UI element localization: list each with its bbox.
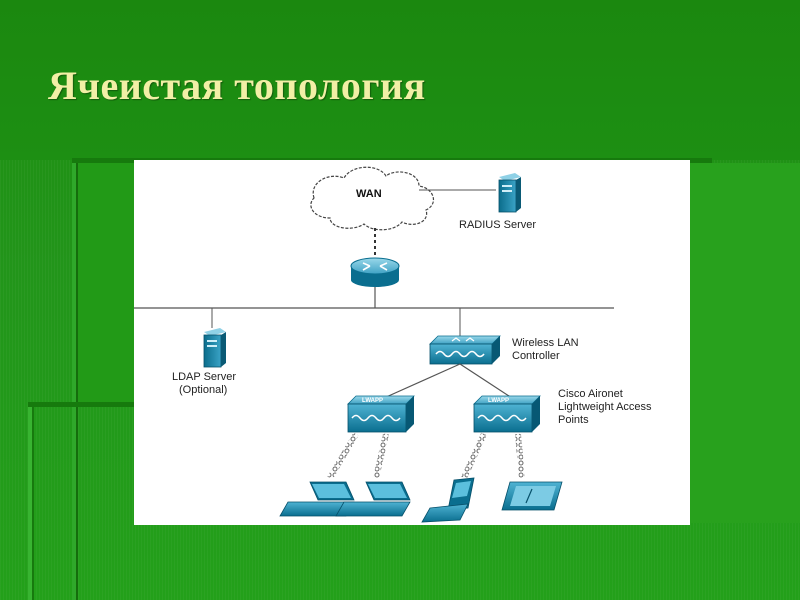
- radius-server-icon: [498, 173, 521, 213]
- wireless-link: [461, 432, 487, 480]
- wireless-link: [515, 433, 525, 479]
- ap2-badge: LWAPP: [488, 398, 509, 404]
- slide-title: Ячеистая топология: [48, 63, 426, 108]
- laptop-icon: [279, 481, 355, 517]
- router-icon: [350, 257, 400, 287]
- decor-block: [690, 163, 800, 523]
- tablet-icon: [501, 481, 563, 511]
- link-wlc-ap1: [383, 363, 461, 399]
- wireless-link: [373, 433, 389, 479]
- ap1-badge: LWAPP: [362, 398, 383, 404]
- decor-line: [72, 158, 78, 600]
- decor-line: [28, 402, 138, 407]
- wireless-link: [327, 432, 359, 480]
- wlc-label-line1: Wireless LAN: [512, 337, 579, 349]
- wan-cloud: WAN: [310, 166, 435, 231]
- network-diagram: WAN RADIUS Server: [134, 160, 690, 525]
- wireless-lan-controller-icon: [429, 335, 501, 365]
- wlc-label-line2: Controller: [512, 350, 560, 362]
- ldap-server-icon: [203, 328, 226, 368]
- network-diagram-svg: WAN RADIUS Server: [134, 166, 652, 523]
- ap-label-line1: Cisco Aironet: [558, 388, 623, 400]
- laptop-icon: [335, 481, 411, 517]
- ldap-label-line1: LDAP Server: [172, 371, 236, 383]
- decor-line: [28, 404, 34, 600]
- pda-icon: [421, 477, 475, 523]
- link-wlc-ap2: [459, 363, 513, 399]
- ldap-label-line2: (Optional): [179, 384, 227, 396]
- access-point-icon: [473, 395, 541, 433]
- radius-server-label: RADIUS Server: [459, 219, 536, 231]
- ap-label-line3: Points: [558, 414, 589, 426]
- slide-background-top: [0, 0, 800, 160]
- ap-label-line2: Lightweight Access: [558, 401, 652, 413]
- wan-label: WAN: [356, 188, 382, 200]
- decor-block: [78, 163, 136, 403]
- access-point-icon: [347, 395, 415, 433]
